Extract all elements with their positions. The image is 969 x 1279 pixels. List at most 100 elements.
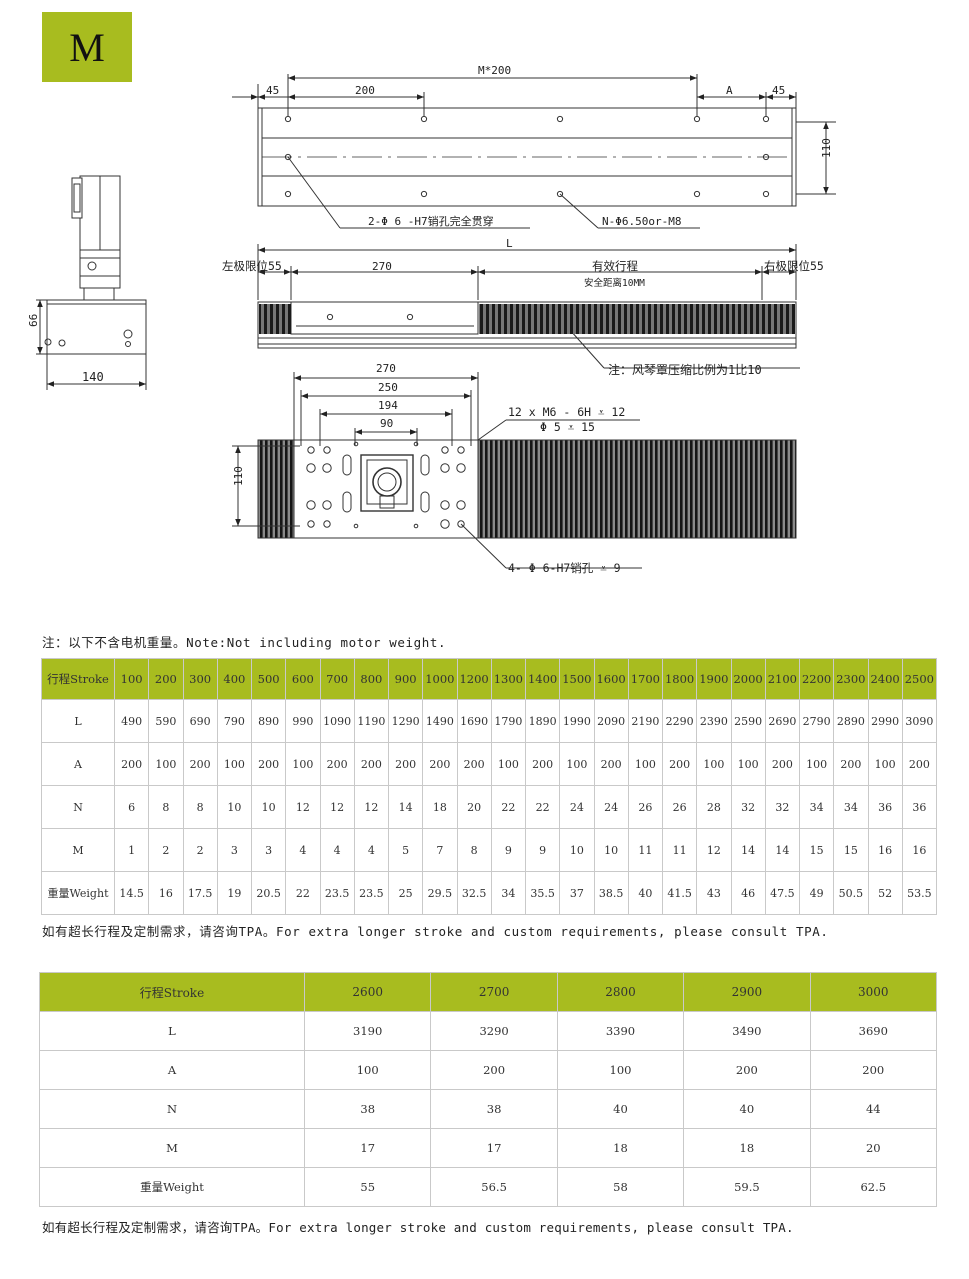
- header-stroke-1400: 1400: [524, 658, 561, 700]
- table-cell: 200: [901, 742, 938, 786]
- table-cell: 3390: [556, 1011, 685, 1051]
- table-cell: 14: [764, 828, 801, 872]
- table-cell: 100: [285, 742, 321, 786]
- header-stroke-2100: 2100: [764, 658, 801, 700]
- header-stroke-800: 800: [353, 658, 390, 700]
- table-cell: 16: [867, 828, 903, 872]
- table-cell: 100: [490, 742, 527, 786]
- table-cell: 200: [661, 742, 698, 786]
- dim-66: 66: [27, 314, 40, 327]
- header-stroke-2300: 2300: [833, 658, 869, 700]
- header-stroke-2600: 2600: [303, 972, 432, 1012]
- table-cell: 3090: [901, 699, 938, 743]
- note-motor-weight: 注：以下不含电机重量。Note:Not including motor weig…: [42, 635, 447, 650]
- table-cell: 10: [559, 828, 595, 872]
- table-cell: 2690: [764, 699, 801, 743]
- header-stroke-600: 600: [285, 658, 321, 700]
- dim-110-top: 110: [820, 138, 833, 158]
- table-cell: 2090: [593, 699, 629, 743]
- table-cell: 37: [559, 871, 595, 915]
- carriage-view: [232, 372, 797, 569]
- table-cell: 1190: [353, 699, 390, 743]
- table-cell: 200: [182, 742, 218, 786]
- dim-m-200: M*200: [478, 64, 511, 77]
- table-cell: 12: [353, 785, 390, 829]
- table-cell: 46: [730, 871, 766, 915]
- table-cell: 690: [182, 699, 218, 743]
- callout-thread-holes: 12 x M6 - 6H ⩡ 12: [508, 405, 625, 419]
- table-cell: 3290: [430, 1011, 558, 1051]
- dim-45-left: 45: [266, 84, 279, 97]
- table-cell: 22: [490, 785, 527, 829]
- table-cell: 2: [182, 828, 218, 872]
- table-cell: 200: [430, 1050, 558, 1090]
- table-cell: 11: [627, 828, 664, 872]
- table-cell: 200: [250, 742, 287, 786]
- table-cell: 18: [422, 785, 458, 829]
- header-stroke-300: 300: [182, 658, 218, 700]
- table-cell: 22: [285, 871, 321, 915]
- table-cell: 10: [250, 785, 287, 829]
- header-stroke-2200: 2200: [798, 658, 835, 700]
- table-cell: 2190: [627, 699, 664, 743]
- table-cell: 16: [901, 828, 938, 872]
- table-cell: 10: [216, 785, 253, 829]
- table-cell: 52: [867, 871, 903, 915]
- table-cell: 34: [490, 871, 527, 915]
- callout-pin-hole: 2-Φ 6 -H7销孔完全贯穿: [368, 214, 494, 228]
- note-bellows: 注：风琴罩压缩比例为1比10: [608, 362, 762, 377]
- table-cell: 16: [148, 871, 184, 915]
- table-cell: 100: [696, 742, 732, 786]
- header-stroke-label: 行程Stroke: [39, 972, 305, 1012]
- header-stroke-1200: 1200: [456, 658, 492, 700]
- dim-250: 250: [378, 381, 398, 394]
- table-cell: 6: [113, 785, 150, 829]
- table-cell: 40: [556, 1089, 685, 1129]
- table-cell: 17: [303, 1128, 432, 1168]
- table-cell: 5: [387, 828, 424, 872]
- table-cell: 200: [422, 742, 458, 786]
- table-cell: 43: [696, 871, 732, 915]
- dim-a: A: [726, 84, 733, 97]
- table-cell: 4: [353, 828, 390, 872]
- label-dim-270-side: 270: [372, 260, 392, 273]
- header-stroke-1300: 1300: [490, 658, 527, 700]
- bellows-right-side: [479, 304, 795, 334]
- table-cell: 100: [216, 742, 253, 786]
- table-cell: 53.5: [901, 871, 938, 915]
- table-cell: 2290: [661, 699, 698, 743]
- table-cell: 20: [809, 1128, 938, 1168]
- table-cell: 12: [696, 828, 732, 872]
- table-cell: 1290: [387, 699, 424, 743]
- header-stroke-3000: 3000: [809, 972, 938, 1012]
- table-cell: 200: [353, 742, 390, 786]
- label-effective-stroke: 有效行程: [592, 259, 638, 273]
- table-cell: 34: [798, 785, 835, 829]
- header-stroke-2800: 2800: [556, 972, 685, 1012]
- table-cell: 28: [696, 785, 732, 829]
- table-cell: 23.5: [353, 871, 390, 915]
- callout-mount-holes: N-Φ6.50or-M8: [602, 215, 681, 228]
- table-cell: 14: [730, 828, 766, 872]
- table-cell: 24: [593, 785, 629, 829]
- table-cell: 100: [148, 742, 184, 786]
- table-cell: 200: [524, 742, 561, 786]
- table-cell: 8: [182, 785, 218, 829]
- table-cell: 38: [303, 1089, 432, 1129]
- table-cell: 200: [456, 742, 492, 786]
- header-stroke-label: 行程Stroke: [41, 658, 115, 700]
- table-cell: 1890: [524, 699, 561, 743]
- table-cell: 24: [559, 785, 595, 829]
- header-stroke-2500: 2500: [901, 658, 938, 700]
- table-cell: 19: [216, 871, 253, 915]
- header-stroke-200: 200: [148, 658, 184, 700]
- header-stroke-1800: 1800: [661, 658, 698, 700]
- dim-194: 194: [378, 399, 398, 412]
- table-cell: 100: [556, 1050, 685, 1090]
- table-cell: 14.5: [113, 871, 150, 915]
- header-stroke-2400: 2400: [867, 658, 903, 700]
